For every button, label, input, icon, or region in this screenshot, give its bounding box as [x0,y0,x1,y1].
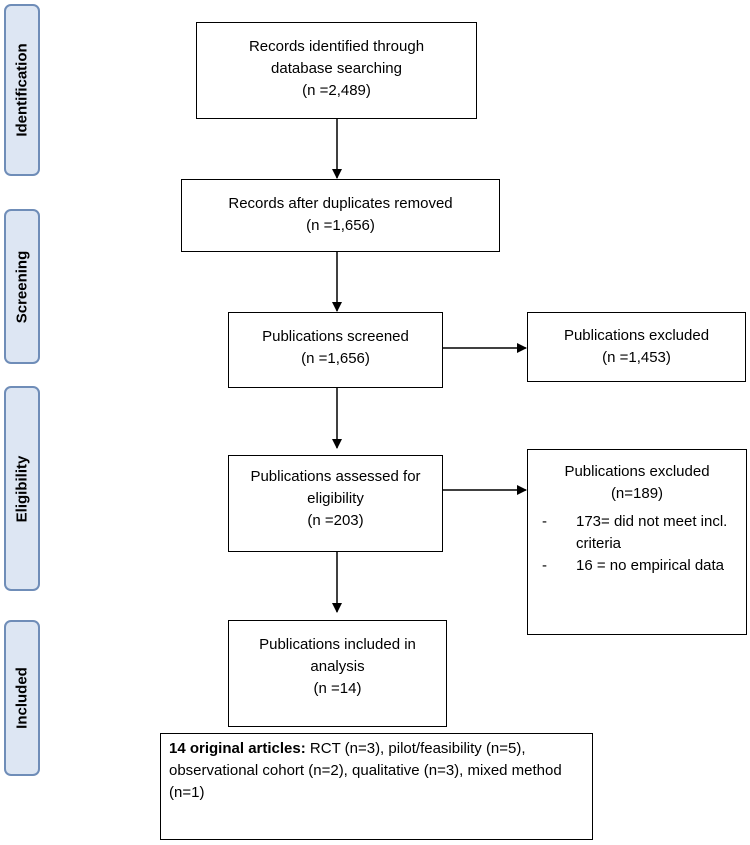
publications-screened-line-1: Publications screened [262,328,409,345]
exclusion-reasons-list: - 173= did not meet incl. criteria - 16 = … [528,511,746,577]
records-identified-box: Records identified through database sear… [196,22,477,119]
articles-summary-heading: 14 original articles: [169,740,306,757]
stage-eligibility: Eligibility [4,386,40,591]
excluded-screening-line-1: Publications excluded [563,327,710,344]
articles-summary-text: RCT (n=3), pilot/feasibility (n=5), obse… [169,740,562,801]
list-bullet-dash: - [542,557,547,574]
excluded-screening-box: Publications excluded (n =1,453) [527,312,746,382]
publications-assessed-line-1: Publications assessed for [250,468,421,485]
publications-assessed-line-2: eligibility [307,490,364,507]
publications-screened-box: Publications screened (n =1,656) [228,312,443,388]
publications-included-box: Publications included in analysis (n =14… [228,620,447,727]
records-deduplicated-line-1: Records after duplicates removed [228,195,453,212]
records-deduplicated-count: (n =1,656) [306,217,375,234]
excluded-screening-count: (n =1,453) [602,349,671,366]
exclusion-reason-text: 173= did not meet incl. criteria [576,513,728,552]
stage-screening: Screening [4,209,40,364]
articles-summary-box: 14 original articles: RCT (n=3), pilot/f… [160,733,593,840]
stage-identification: Identification [4,4,40,176]
records-identified-line-1: Records identified through [248,38,425,55]
publications-included-line-2: analysis [310,658,365,675]
publications-assessed-box: Publications assessed for eligibility (n… [228,455,443,552]
list-bullet-dash: - [542,513,547,530]
excluded-eligibility-box: Publications excluded (n=189) - 173= did … [527,449,747,635]
publications-screened-count: (n =1,656) [301,350,370,367]
exclusion-reason-text: 16 = no empirical data [576,557,725,574]
exclusion-reason: - 16 = no empirical data [528,555,746,577]
excluded-eligibility-title: Publications excluded [564,463,710,480]
stage-included: Included [4,620,40,776]
publications-assessed-count: (n =203) [307,512,364,529]
publications-included-line-1: Publications included in [259,636,416,653]
records-identified-count: (n =2,489) [302,82,371,99]
records-identified-line-2: database searching [271,60,402,77]
excluded-eligibility-count: (n=189) [610,485,664,502]
records-deduplicated-box: Records after duplicates removed (n =1,6… [181,179,500,252]
exclusion-reason: - 173= did not meet incl. criteria [528,511,746,555]
publications-included-count: (n =14) [313,680,362,697]
